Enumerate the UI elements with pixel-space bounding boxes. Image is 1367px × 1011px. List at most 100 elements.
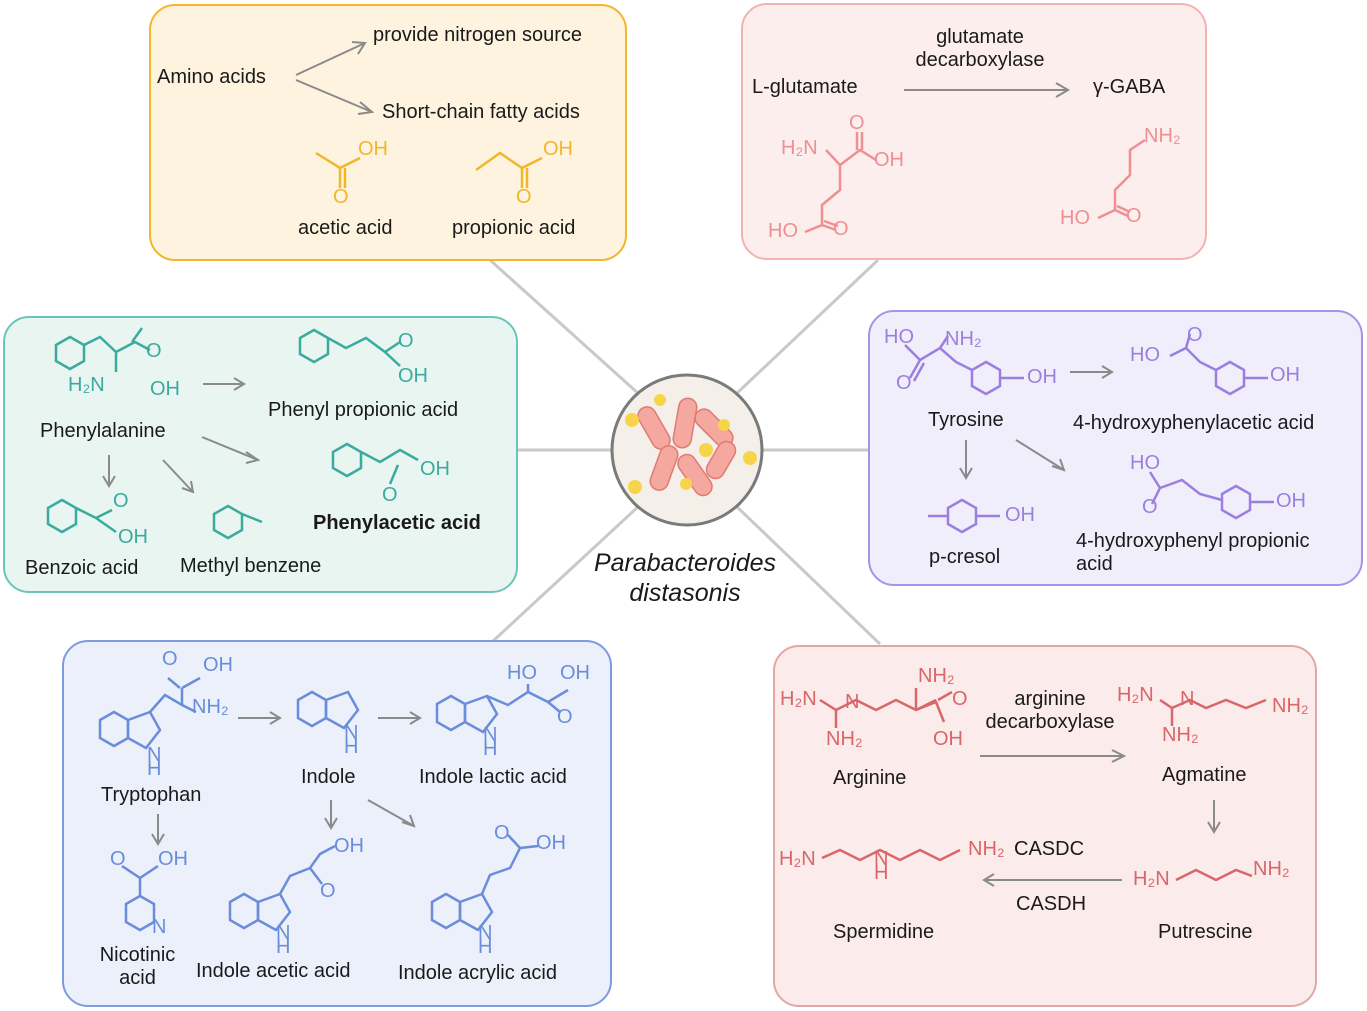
phe-h2n: H₂N bbox=[68, 374, 105, 396]
casdh-label: CASDH bbox=[1016, 893, 1087, 915]
tyr-nh2: NH₂ bbox=[945, 328, 982, 350]
putrescine-label: Putrescine bbox=[1158, 921, 1253, 943]
glu-o-bot: O bbox=[833, 218, 849, 240]
spd-nh2: NH₂ bbox=[968, 838, 1005, 860]
nic-line1: Nicotinic bbox=[99, 944, 176, 966]
indole-acetic-label: Indole acetic acid bbox=[196, 960, 351, 982]
arg-enzyme-line2: decarboxylase bbox=[985, 711, 1115, 733]
phe-oh: OH bbox=[150, 378, 180, 400]
hppa-line2: acid bbox=[1076, 553, 1113, 575]
put-h2n: H₂N bbox=[1133, 868, 1170, 890]
bacteria-icon bbox=[610, 373, 764, 527]
tryptophan-label: Tryptophan bbox=[101, 784, 202, 806]
ila-n: N bbox=[483, 724, 498, 746]
ila-o: O bbox=[557, 706, 573, 728]
propionic-oh: OH bbox=[543, 138, 573, 160]
spd-n: N bbox=[874, 848, 889, 870]
put-nh2: NH₂ bbox=[1253, 858, 1290, 880]
arg-o: O bbox=[952, 688, 968, 710]
iacr-n: N bbox=[478, 922, 493, 944]
propionic-acid-label: propionic acid bbox=[452, 217, 576, 239]
tyrosine-label: Tyrosine bbox=[928, 409, 1004, 431]
hpaa-oh: OH bbox=[1270, 364, 1300, 386]
ila-ho: HO bbox=[507, 662, 537, 684]
iacr-o: O bbox=[494, 822, 510, 844]
indole-n: N bbox=[344, 722, 359, 744]
enzyme-line1: glutamate bbox=[936, 26, 1024, 48]
scfa-label: Short-chain fatty acids bbox=[382, 101, 580, 123]
hpaa-ho: HO bbox=[1130, 344, 1160, 366]
agm-h2n: H₂N bbox=[1117, 684, 1154, 706]
hppa-o: O bbox=[1142, 496, 1158, 518]
hpaa-label: 4-hydroxyphenylacetic acid bbox=[1073, 412, 1315, 434]
propionic-o: O bbox=[516, 186, 532, 208]
iaa-n: N bbox=[276, 922, 291, 944]
acetic-oh: OH bbox=[358, 138, 388, 160]
gaba-label: γ-GABA bbox=[1093, 76, 1166, 98]
trp-h: H bbox=[147, 758, 162, 780]
arg-oh: OH bbox=[933, 728, 963, 750]
tyr-o: O bbox=[896, 372, 912, 394]
iaa-h: H bbox=[276, 936, 291, 958]
arg-enzyme-line1: arginine bbox=[1014, 688, 1086, 710]
spd-h: H bbox=[874, 862, 889, 884]
organism-name-line2: distasonis bbox=[629, 579, 741, 607]
phenylalanine-panel bbox=[3, 316, 518, 593]
nicotinic-acid-label: Nicotinic acid bbox=[90, 944, 185, 990]
phenyl-propionic-label: Phenyl propionic acid bbox=[268, 399, 459, 421]
organism-name-line1: Parabacteroides bbox=[593, 549, 777, 577]
arginine-panel bbox=[773, 645, 1317, 1007]
glutamate-panel bbox=[741, 3, 1207, 260]
pcresol-oh: OH bbox=[1005, 504, 1035, 526]
agmatine-label: Agmatine bbox=[1162, 764, 1247, 786]
benzoic-o: O bbox=[113, 490, 129, 512]
agm-nh2-end: NH₂ bbox=[1272, 695, 1309, 717]
ila-oh: OH bbox=[560, 662, 590, 684]
tyr-oh: OH bbox=[1027, 366, 1057, 388]
arg-nh2-bot: NH₂ bbox=[826, 728, 863, 750]
arg-n: N bbox=[845, 691, 860, 713]
paa-oh: OH bbox=[420, 458, 450, 480]
nic-line2: acid bbox=[119, 967, 156, 989]
glu-ho: HO bbox=[768, 220, 798, 242]
spermidine-label: Spermidine bbox=[833, 921, 935, 943]
tryptophan-panel bbox=[62, 640, 612, 1007]
arginine-label: Arginine bbox=[833, 767, 907, 789]
benzoic-acid-label: Benzoic acid bbox=[25, 557, 139, 579]
glu-oh: OH bbox=[874, 149, 904, 171]
casdc-label: CASDC bbox=[1014, 838, 1085, 860]
iaa-oh: OH bbox=[334, 835, 364, 857]
indole-h: H bbox=[344, 736, 359, 758]
hpaa-o: O bbox=[1187, 324, 1203, 346]
trp-nh: N bbox=[147, 744, 162, 766]
hppa-ho: HO bbox=[1130, 452, 1160, 474]
ppa-o: O bbox=[398, 330, 414, 352]
trp-oh: OH bbox=[203, 654, 233, 676]
iacr-oh: OH bbox=[536, 832, 566, 854]
arginine-decarboxylase: arginine decarboxylase bbox=[975, 688, 1125, 734]
phenylalanine-label: Phenylalanine bbox=[40, 420, 166, 442]
trp-o: O bbox=[162, 648, 178, 670]
indole-label: Indole bbox=[301, 766, 356, 788]
phenylacetic-label: Phenylacetic acid bbox=[313, 512, 481, 534]
benzoic-oh: OH bbox=[118, 526, 148, 548]
nic-n: N bbox=[152, 916, 167, 938]
amino-acids-panel bbox=[149, 4, 627, 261]
p-cresol-label: p-cresol bbox=[929, 546, 1001, 568]
gaba-ho: HO bbox=[1060, 207, 1090, 229]
phe-o: O bbox=[146, 340, 162, 362]
indole-acrylic-label: Indole acrylic acid bbox=[398, 962, 557, 984]
gaba-o: O bbox=[1126, 205, 1142, 227]
acetic-acid-label: acetic acid bbox=[298, 217, 393, 239]
spd-h2n: H₂N bbox=[779, 848, 816, 870]
nitrogen-source-label: provide nitrogen source bbox=[373, 24, 583, 46]
glu-o-top: O bbox=[849, 112, 865, 134]
hppa-oh: OH bbox=[1276, 490, 1306, 512]
nic-oh: OH bbox=[158, 848, 188, 870]
trp-nh2: NH₂ bbox=[192, 696, 229, 718]
